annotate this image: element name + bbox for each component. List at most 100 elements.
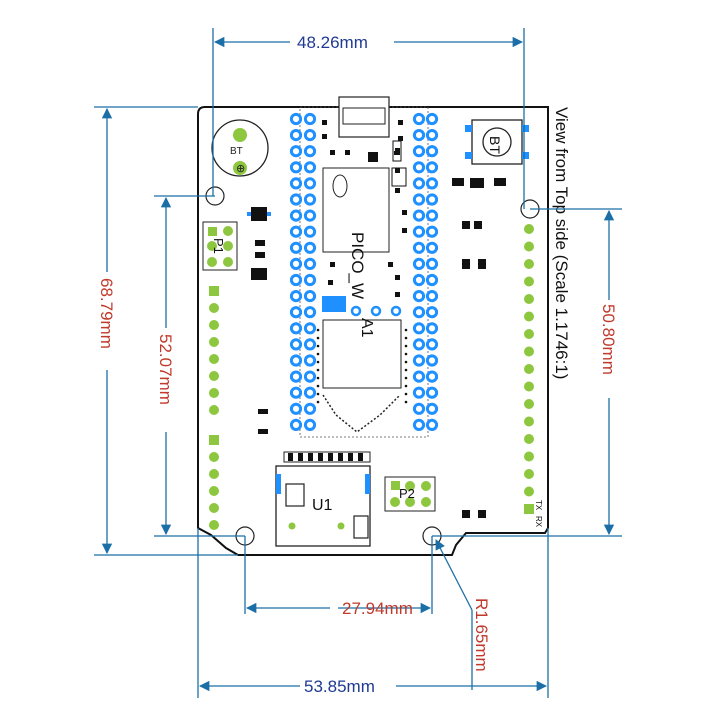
pico-smd-part [395,188,400,193]
pico-pin-right [425,354,439,367]
pico-smd-part [322,134,327,139]
u1-pin [328,453,333,461]
pico-pin-right-inner [412,370,426,383]
left-smd-parts [247,207,271,434]
bt-label-small: BT [230,146,243,157]
pico-pin-left [289,177,303,190]
p1-pads [207,226,233,267]
p1-label: P1 [211,238,226,254]
wifi-module [322,319,402,389]
left-header-pad [209,388,219,398]
pico-pin-right-inner [412,338,426,351]
u1-contact-pins [276,453,370,494]
pico-pin-right [425,193,439,206]
pico-pin-left [289,129,303,142]
left-header-pad [209,452,219,462]
pico-pin-left-inner [303,225,317,238]
tx-label: TX [534,500,543,511]
u1-side-pad [365,474,370,494]
pico-pin-right [425,225,439,238]
pico-pin-right [425,161,439,174]
pico-pin-right [425,129,439,142]
pico-pin-right-inner [412,354,426,367]
wifi-pad [404,400,408,404]
bt-button-pads [465,125,529,159]
pico-pin-right-inner [412,257,426,270]
pico-smd-part [395,275,400,280]
pico-pin-left-inner [303,273,317,287]
bt-button-outline [471,119,523,165]
pico-pin-right-inner [412,322,426,335]
rx-label: RX [534,516,543,528]
a1-label: A1 [358,318,375,338]
pico-pin-right [425,177,439,190]
left-header-pads [209,286,219,530]
pico-smd-part [395,292,400,297]
pico-pin-right-inner [412,225,426,238]
wifi-pad [316,392,320,396]
pico-pins-inner [303,112,426,431]
wifi-pad [316,344,320,348]
pico-pin-left [289,225,303,238]
left-header-pad [209,354,219,364]
pico-pin-left-inner [303,418,317,431]
bottom-width-text: 53.85mm [304,677,375,696]
right-header-pad [524,276,534,287]
pico-pin-left-inner [303,129,317,142]
u1-pin [298,453,303,461]
pico-pin-left-inner [303,257,317,270]
dimension-bottom-width: 53.85mm [197,528,549,698]
pico-label: PICO_W [348,232,367,299]
pico-pin-left-inner [303,386,317,399]
wifi-pad [316,384,320,388]
wifi-pad [316,336,320,340]
p2-pads [390,481,431,507]
pico-pin-left [289,241,303,254]
pico-pin-right [425,322,439,335]
pico-pin-right-inner [412,129,426,142]
left-header-pad [209,337,219,347]
pico-smd-part [398,136,403,141]
u1-pad-a [288,522,296,530]
battery-outline [211,119,269,177]
left-header-pad [209,371,219,381]
pico-pin-left [289,257,303,270]
pico-pin-left-inner [303,338,317,351]
u1-pin [348,453,353,461]
hole-spacing-text: 27.94mm [342,599,413,618]
left-header-pad [209,486,219,496]
right-header-pad [524,346,534,357]
right-header-pad [524,434,534,444]
pico-pin-left-inner [303,322,317,335]
pico-pin-left-inner [303,177,317,190]
pico-pin-left [289,418,303,431]
pico-smd-part [395,168,400,173]
rf-antenna-pads [322,394,401,433]
pico-pin-left-inner [303,306,317,319]
pico-pin-left-inner [303,112,317,126]
u1-pin [318,453,323,461]
pico-pin-left [289,354,303,367]
pico-led-mark [394,151,400,155]
pico-smd-part [330,150,335,155]
pico-pins-right [425,112,439,431]
pico-pin-left [289,386,303,399]
pico-smd-part [345,150,350,155]
left-header-pad [209,303,219,313]
bt-label: BT [487,136,503,154]
right-header-pad [524,294,534,304]
board-outline [197,106,549,556]
bt-button-cap [482,127,512,157]
wifi-pad [404,392,408,396]
pico-pin-right-inner [412,290,426,303]
right-header-pad [524,381,534,392]
pico-pin-right-inner [412,209,426,222]
pico-pin-left [289,370,303,383]
p2-label: P2 [399,486,415,501]
inner-left-height-text: 52.07mm [156,334,175,405]
pico-pin-left [289,290,303,303]
view-title: View from Top side (Scale 1.1746:1) [552,107,571,379]
pico-pin-right [425,402,439,415]
pico-pin-right-inner [412,112,426,126]
